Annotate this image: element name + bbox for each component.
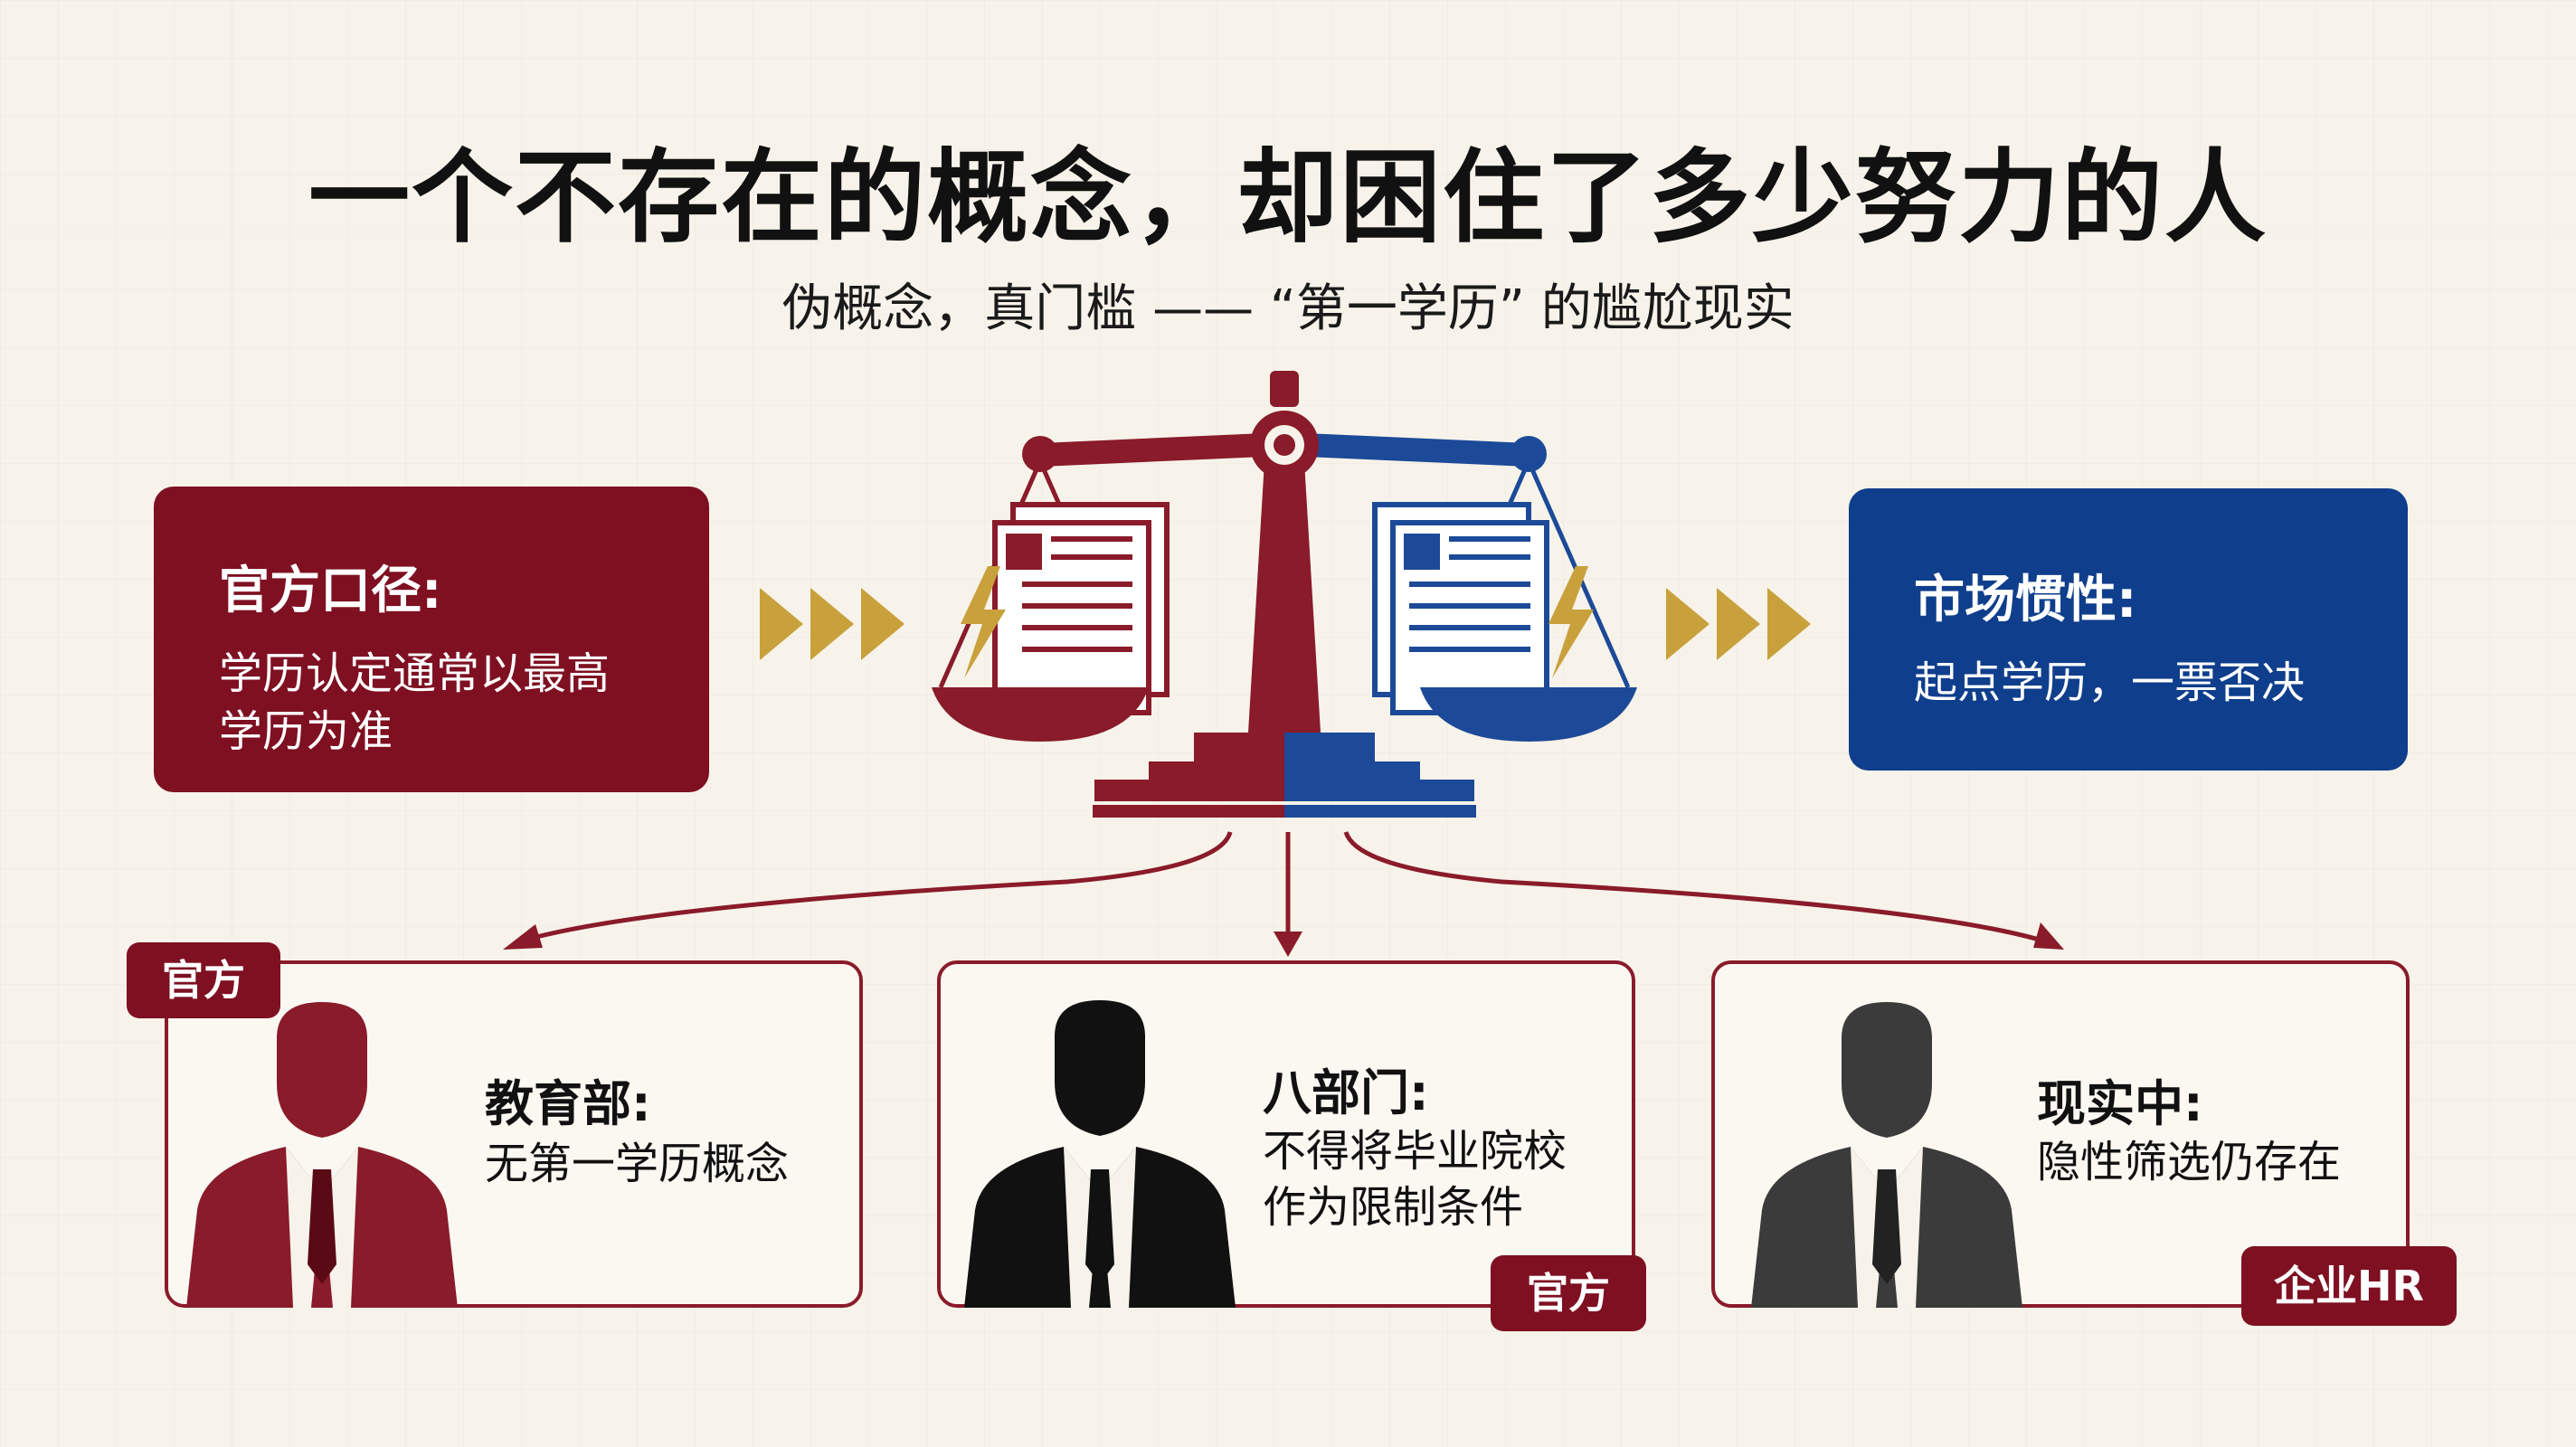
card-body-line-1: 不得将毕业院校 bbox=[1263, 1126, 1567, 1177]
official-caliber-body: 学历认定通常以最高 学历为准 bbox=[219, 645, 664, 761]
person-silhouette-icon bbox=[964, 1000, 1236, 1308]
market-inertia-title: 市场惯性: bbox=[1914, 571, 2137, 629]
tag-official: 官方 bbox=[1491, 1255, 1646, 1331]
lightning-icon bbox=[961, 566, 1006, 678]
official-caliber-line-2: 学历为准 bbox=[219, 706, 393, 757]
tag-enterprise-hr: 企业HR bbox=[2241, 1246, 2457, 1326]
document-icon bbox=[1372, 502, 1549, 715]
lightning-icon bbox=[1548, 566, 1594, 678]
page-subtitle: 伪概念，真门槛 —— “第一学历” 的尴尬现实 bbox=[781, 279, 1795, 338]
chevron-right-icon bbox=[760, 588, 904, 660]
person-silhouette-icon bbox=[186, 1002, 458, 1308]
person-silhouette-icon bbox=[1751, 1002, 2022, 1308]
official-caliber-title: 官方口径: bbox=[219, 562, 442, 620]
arrow-down-icon bbox=[503, 924, 543, 950]
market-inertia-box: 市场惯性: 起点学历，一票否决 bbox=[1849, 488, 2408, 771]
arrow-down-icon bbox=[2033, 922, 2064, 950]
market-inertia-body: 起点学历，一票否决 bbox=[1914, 657, 2306, 708]
card-body: 不得将毕业院校 作为限制条件 bbox=[1263, 1123, 1567, 1235]
balance-scale-icon bbox=[932, 371, 1637, 818]
document-icon bbox=[992, 502, 1170, 715]
card-title: 八部门: bbox=[1263, 1064, 1429, 1121]
card-body-line-1: 无第一学历概念 bbox=[485, 1139, 790, 1189]
official-caliber-box: 官方口径: 学历认定通常以最高 学历为准 bbox=[154, 487, 709, 792]
card-body-line-1: 隐性筛选仍存在 bbox=[2037, 1137, 2342, 1187]
card-eight-departments: 八部门: 不得将毕业院校 作为限制条件 bbox=[937, 960, 1635, 1308]
official-caliber-line-1: 学历认定通常以最高 bbox=[219, 648, 611, 699]
card-body: 无第一学历概念 bbox=[485, 1136, 789, 1192]
tag-official: 官方 bbox=[127, 942, 280, 1018]
card-ministry-of-education: 教育部: 无第一学历概念 bbox=[165, 960, 863, 1308]
card-title: 教育部: bbox=[485, 1075, 651, 1132]
card-title: 现实中: bbox=[2037, 1075, 2203, 1132]
arrow-down-icon bbox=[1274, 932, 1302, 957]
page-title: 一个不存在的概念，却困住了多少努力的人 bbox=[308, 139, 2268, 257]
card-body: 隐性筛选仍存在 bbox=[2037, 1134, 2341, 1190]
chevron-right-icon bbox=[1666, 588, 1811, 660]
card-body-line-2: 作为限制条件 bbox=[1263, 1182, 1524, 1233]
